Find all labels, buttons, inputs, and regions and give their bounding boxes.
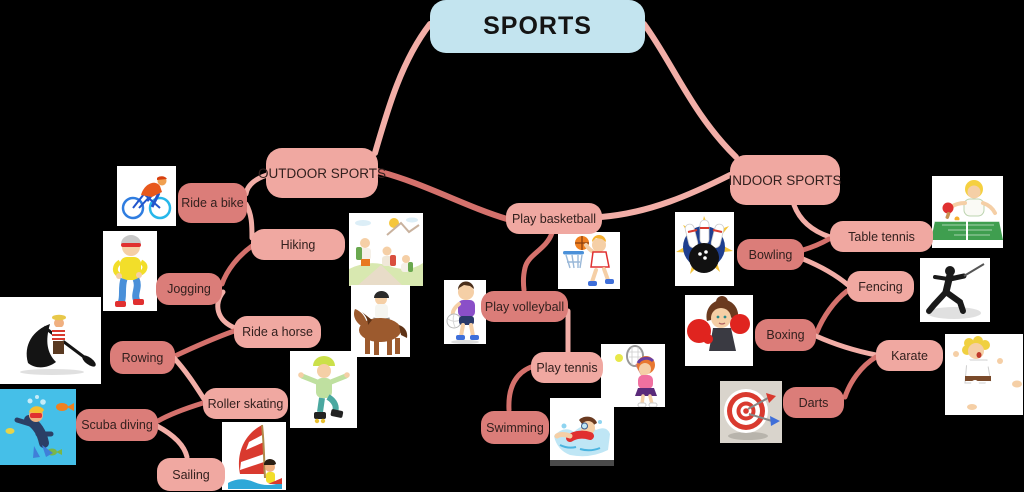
node-roller-skating-label: Roller skating: [207, 396, 284, 411]
node-sailing-label: Sailing: [172, 467, 210, 482]
play-tennis-image: [601, 344, 665, 407]
jogging-image: [103, 231, 157, 311]
node-roller-skating[interactable]: Roller skating: [203, 388, 288, 419]
node-ride-a-bike[interactable]: Ride a bike: [178, 183, 247, 223]
darts-image: [720, 381, 782, 443]
node-play-volleyball[interactable]: Play volleyball: [481, 291, 568, 322]
node-play-volleyball-label: Play volleyball: [484, 299, 565, 314]
node-karate-label: Karate: [891, 348, 928, 363]
play-volleyball-image: [444, 280, 486, 344]
sailing-image: [222, 422, 286, 490]
node-darts-label: Darts: [798, 395, 829, 410]
node-hiking[interactable]: Hiking: [251, 229, 345, 260]
bowling-image: [675, 212, 734, 286]
node-karate[interactable]: Karate: [876, 340, 943, 371]
node-scuba-diving-label: Scuba diving: [81, 418, 153, 432]
node-play-tennis-label: Play tennis: [536, 360, 598, 375]
table-tennis-image: [932, 176, 1003, 248]
node-play-tennis[interactable]: Play tennis: [531, 352, 603, 383]
node-jogging[interactable]: Jogging: [156, 273, 222, 305]
node-fencing-label: Fencing: [858, 279, 903, 294]
fencing-image: [920, 258, 990, 322]
node-boxing[interactable]: Boxing: [755, 319, 816, 351]
node-darts[interactable]: Darts: [783, 387, 844, 418]
node-hiking-label: Hiking: [280, 237, 316, 252]
node-ride-a-horse[interactable]: Ride a horse: [234, 316, 321, 348]
ride-a-horse-image: [351, 285, 410, 357]
node-ride-a-horse-label: Ride a horse: [242, 325, 313, 339]
play-basketball-image: [558, 232, 620, 289]
hiking-image: [349, 213, 423, 286]
swimming-image: [550, 398, 614, 466]
node-ride-a-bike-label: Ride a bike: [181, 196, 244, 210]
node-outdoor-sports[interactable]: OUTDOOR SPORTS: [258, 148, 386, 198]
ride-a-bike-image: [117, 166, 176, 226]
node-swimming[interactable]: Swimming: [481, 411, 549, 444]
node-indoor-sports-label: INDOOR SPORTS: [728, 172, 842, 188]
node-sports-label: SPORTS: [483, 12, 592, 40]
node-sailing[interactable]: Sailing: [157, 458, 225, 491]
node-jogging-label: Jogging: [167, 282, 211, 296]
node-boxing-label: Boxing: [766, 328, 805, 342]
node-play-basketball[interactable]: Play basketball: [506, 203, 602, 234]
node-sports-root[interactable]: SPORTS: [430, 0, 645, 53]
node-outdoor-sports-label: OUTDOOR SPORTS: [258, 165, 387, 181]
node-table-tennis-label: Table tennis: [848, 229, 915, 244]
node-bowling-label: Bowling: [748, 247, 793, 262]
boxing-image: [685, 295, 753, 366]
node-scuba-diving[interactable]: Scuba diving: [76, 409, 158, 441]
node-rowing[interactable]: Rowing: [110, 341, 175, 374]
node-swimming-label: Swimming: [486, 420, 544, 435]
node-rowing-label: Rowing: [121, 350, 164, 365]
karate-image: [945, 334, 1023, 415]
node-fencing[interactable]: Fencing: [847, 271, 914, 302]
node-table-tennis[interactable]: Table tennis: [830, 221, 933, 252]
node-play-basketball-label: Play basketball: [511, 211, 597, 226]
roller-skating-image: [290, 351, 357, 428]
node-bowling[interactable]: Bowling: [737, 239, 804, 270]
rowing-image: [0, 297, 101, 384]
scuba-diving-image: [0, 389, 76, 465]
node-indoor-sports[interactable]: INDOOR SPORTS: [728, 155, 842, 205]
